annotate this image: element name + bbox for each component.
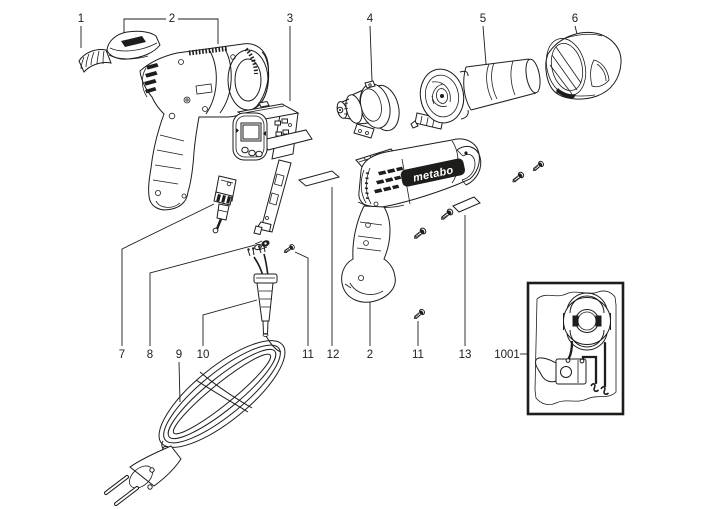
wiring bbox=[567, 340, 610, 396]
callout-2-bottom: 2 bbox=[367, 349, 373, 361]
part-13-label-sticker bbox=[452, 196, 481, 213]
part-1-label-sticker bbox=[78, 49, 112, 73]
callout-8: 8 bbox=[147, 349, 153, 361]
part-2-housing-shell bbox=[139, 43, 270, 211]
part-10-cable-sleeve bbox=[247, 244, 278, 337]
callout-1: 1 bbox=[78, 13, 84, 25]
inset-wiring-diagram bbox=[526, 281, 625, 416]
inset-border bbox=[526, 281, 625, 416]
callouts: 1 2 3 4 5 6 7 8 9 10 11 12 2 11 13 1001 bbox=[78, 13, 578, 361]
leader-lines bbox=[80, 18, 578, 403]
part-12-label-sticker bbox=[297, 170, 341, 187]
part-9-power-cord bbox=[104, 335, 286, 506]
part-3-control-module bbox=[232, 100, 313, 236]
motor-end-view bbox=[563, 292, 611, 351]
power-plug bbox=[129, 445, 182, 487]
part-5-heating-element bbox=[410, 58, 541, 130]
callout-9: 9 bbox=[176, 349, 182, 361]
callout-1001: 1001 bbox=[494, 349, 520, 361]
callout-13: 13 bbox=[459, 349, 472, 361]
rear-hook-cap bbox=[456, 146, 482, 186]
part-6-nozzle-cap bbox=[545, 31, 622, 100]
callout-3: 3 bbox=[287, 13, 293, 25]
air-intake-slats bbox=[374, 166, 404, 194]
callout-4: 4 bbox=[367, 13, 374, 25]
assembled-heat-gun: metabo bbox=[341, 138, 482, 303]
part-4-motor-fan-unit bbox=[336, 80, 400, 139]
module-bracket bbox=[260, 159, 292, 233]
callout-7: 7 bbox=[119, 349, 125, 361]
part-7-thermal-cutout bbox=[212, 175, 237, 234]
callout-2-top: 2 bbox=[169, 13, 175, 25]
callout-6: 6 bbox=[572, 13, 578, 25]
callout-11-right: 11 bbox=[412, 349, 424, 361]
handle bbox=[341, 205, 396, 303]
trigger-switch bbox=[535, 357, 587, 385]
part-2-switch-button-cover bbox=[106, 30, 161, 60]
callout-5: 5 bbox=[480, 13, 486, 25]
part-8-cable-clamp bbox=[254, 240, 270, 251]
callout-11-left: 11 bbox=[302, 349, 314, 361]
callout-12: 12 bbox=[327, 349, 340, 361]
callout-10: 10 bbox=[197, 349, 210, 361]
